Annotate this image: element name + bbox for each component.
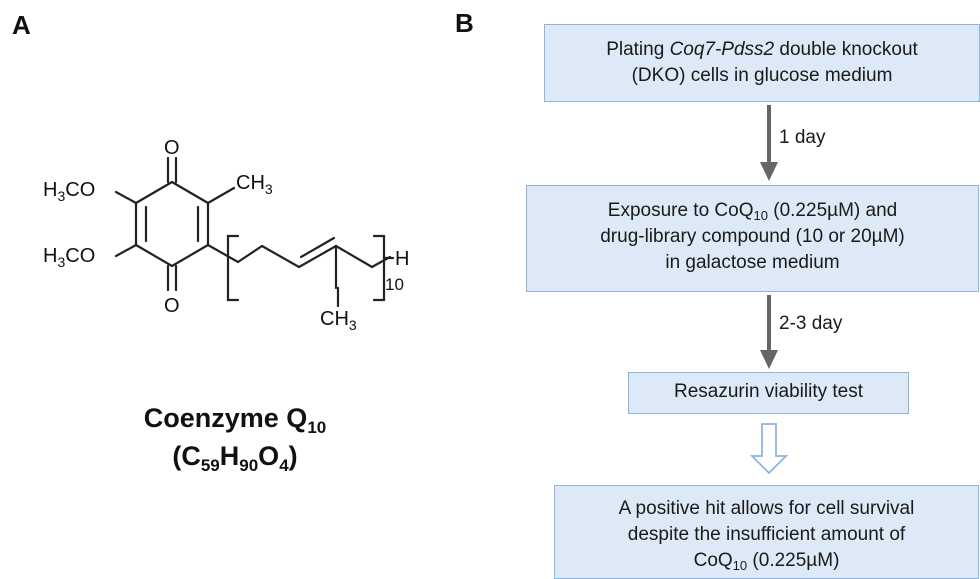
oxygen-bottom-label: O — [164, 295, 180, 317]
methoxy-2-label: H3CO — [43, 245, 95, 270]
step1-line2: (DKO) cells in glucose medium — [631, 65, 893, 86]
step2-line2: drug-library compound (10 or 20µM) — [600, 226, 905, 247]
hollow-arrow — [749, 423, 789, 475]
arrow-2-label: 2-3 day — [779, 313, 843, 334]
step2-line3: in galactose medium — [665, 252, 840, 273]
substituent-bonds — [114, 186, 240, 264]
step-resazurin-box: Resazurin viability test — [628, 372, 909, 414]
panel-a-label: A — [12, 10, 31, 40]
isoprene-chain — [236, 236, 392, 308]
ring-methyl-label: CH3 — [236, 172, 273, 197]
compound-formula: (C59H90O4) — [172, 441, 298, 475]
step1-line1: Plating Coq7-Pdss2 double knockout — [606, 39, 918, 60]
panel-b-label: B — [455, 8, 474, 38]
quinone-ring — [134, 180, 210, 268]
chain-methyl-label: CH3 — [320, 308, 357, 333]
arrow-2 — [760, 295, 778, 369]
repeat-count-label: 10 — [385, 275, 404, 294]
oxygen-top-label: O — [164, 137, 180, 159]
arrow-1 — [760, 105, 778, 181]
step-exposure-box: Exposure to CoQ10 (0.225µM) and drug-lib… — [526, 185, 979, 292]
terminal-hydrogen-label: H — [395, 248, 409, 270]
step4-line2: despite the insufficient amount of — [627, 524, 906, 545]
step4-line1: A positive hit allows for cell survival — [618, 498, 915, 519]
repeat-brackets — [226, 234, 395, 302]
step4-line3: CoQ10 (0.225µM) — [693, 550, 840, 573]
carbonyl-bonds — [166, 156, 178, 292]
step-plating-box: Plating Coq7-Pdss2 double knockout (DKO)… — [544, 24, 980, 102]
step3-text: Resazurin viability test — [673, 381, 864, 402]
coenzyme-q10-structure: O O H3CO H3CO CH3 CH3 H 10 — [43, 137, 409, 333]
methoxy-1-label: H3CO — [43, 179, 95, 204]
arrow-1-label: 1 day — [779, 127, 826, 148]
compound-name: Coenzyme Q10 — [143, 403, 327, 437]
step2-line1: Exposure to CoQ10 (0.225µM) and — [607, 200, 898, 223]
step-positive-hit-box: A positive hit allows for cell survival … — [554, 485, 979, 579]
